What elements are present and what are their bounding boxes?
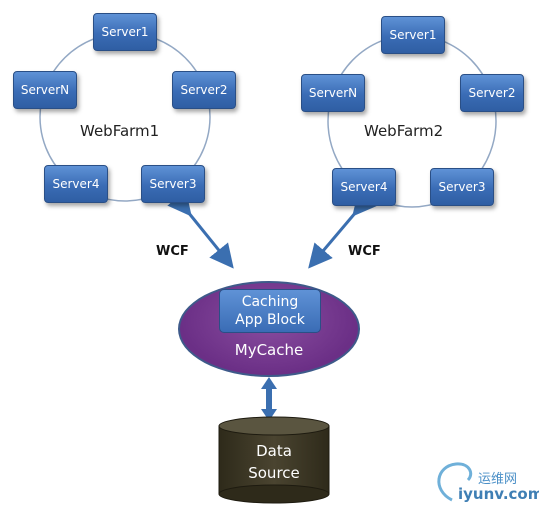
watermark-cn: 运维网 xyxy=(478,472,518,487)
caching-app-block-line2: App Block xyxy=(235,312,305,328)
farm2-server4-label: Server4 xyxy=(340,180,388,194)
farm2-server2[interactable]: Server2 xyxy=(460,74,524,112)
farm1-serverN[interactable]: ServerN xyxy=(13,71,77,109)
cache-datasource-arrow xyxy=(261,377,277,421)
mycache-label: MyCache xyxy=(234,341,304,359)
farm2-server1-label: Server1 xyxy=(389,28,437,42)
wcf-label-right: WCF xyxy=(348,244,381,259)
datasource-line2: Source xyxy=(248,464,300,482)
farm2-server3-label: Server3 xyxy=(438,180,486,194)
farm2-server1[interactable]: Server1 xyxy=(381,16,445,54)
webfarm1-label: WebFarm1 xyxy=(80,122,160,140)
wcf-label-left: WCF xyxy=(156,244,189,259)
farm1-server4[interactable]: Server4 xyxy=(44,165,108,203)
farm2-server4[interactable]: Server4 xyxy=(332,168,396,206)
datasource-label: Data Source xyxy=(219,440,329,484)
farm1-serverN-label: ServerN xyxy=(20,83,70,97)
datasource-line1: Data xyxy=(256,442,292,460)
farm1-server2-label: Server2 xyxy=(180,83,228,97)
farm1-server1[interactable]: Server1 xyxy=(93,13,157,51)
farm1-server4-label: Server4 xyxy=(52,177,100,191)
farm1-server3[interactable]: Server3 xyxy=(141,165,205,203)
datasource-cylinder xyxy=(218,416,330,504)
watermark-logo xyxy=(437,462,473,502)
farm2-serverN-label: ServerN xyxy=(308,86,358,100)
wcf-arrow-left xyxy=(167,190,234,269)
caching-app-block[interactable]: Caching App Block xyxy=(219,289,321,333)
watermark-en: iyunv.com xyxy=(458,485,539,503)
farm1-server2[interactable]: Server2 xyxy=(172,71,236,109)
wcf-arrow-right xyxy=(308,190,377,269)
farm1-server3-label: Server3 xyxy=(149,177,197,191)
caching-app-block-line1: Caching xyxy=(241,294,299,310)
farm1-server1-label: Server1 xyxy=(101,25,149,39)
webfarm2-label: WebFarm2 xyxy=(364,122,444,140)
farm2-server3[interactable]: Server3 xyxy=(430,168,494,206)
farm2-serverN[interactable]: ServerN xyxy=(301,74,365,112)
farm2-server2-label: Server2 xyxy=(468,86,516,100)
